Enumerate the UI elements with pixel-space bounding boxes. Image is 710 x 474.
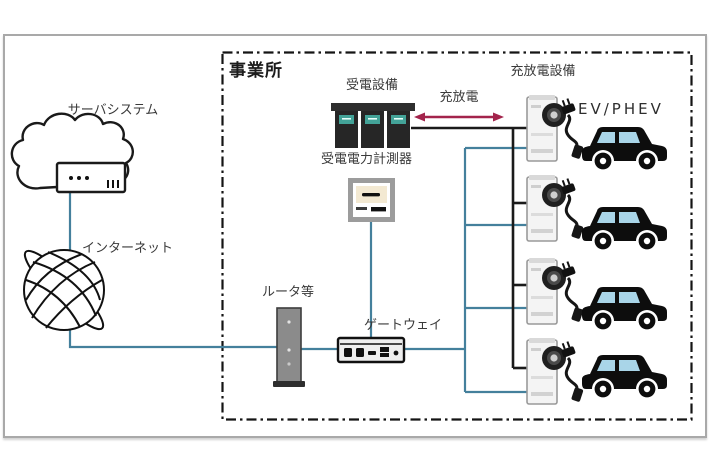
power-meter-label: 受電電力計測器 <box>321 152 413 167</box>
ev-charger-icon <box>525 93 586 163</box>
ev-car-icon <box>582 127 667 170</box>
site-boundary-box <box>221 51 693 421</box>
power-receiving-equipment-label: 受電設備 <box>345 78 398 93</box>
server-system-label: サーバシステム <box>67 103 159 118</box>
router-label: ルータ等 <box>261 285 314 300</box>
server-cloud-icon <box>10 112 134 194</box>
communication-lines <box>68 146 528 394</box>
internet-label: インターネット <box>81 241 173 256</box>
gateway-label: ゲートウェイ <box>363 318 442 333</box>
ev-car-icon <box>582 207 667 250</box>
charge-discharge-arrow <box>414 112 504 122</box>
ev-charger-icon <box>525 173 586 243</box>
charge-discharge-label: 充放電 <box>439 90 479 105</box>
ev-phev-label: EV/PHEV <box>578 100 664 118</box>
ev-charger-icon <box>525 336 586 406</box>
site-label: 事業所 <box>229 61 283 81</box>
ev-charger-icon <box>525 256 586 326</box>
internet-globe-icon <box>23 249 105 331</box>
gateway-icon <box>336 336 406 364</box>
ev-car-icon <box>582 287 667 330</box>
charge-discharge-equipment-label: 充放電設備 <box>510 64 576 79</box>
power-lines <box>411 126 528 370</box>
power-receiving-equipment-icon <box>331 103 415 148</box>
power-meter-icon <box>348 178 395 222</box>
ev-car-icon <box>582 355 667 398</box>
router-icon <box>273 307 305 387</box>
